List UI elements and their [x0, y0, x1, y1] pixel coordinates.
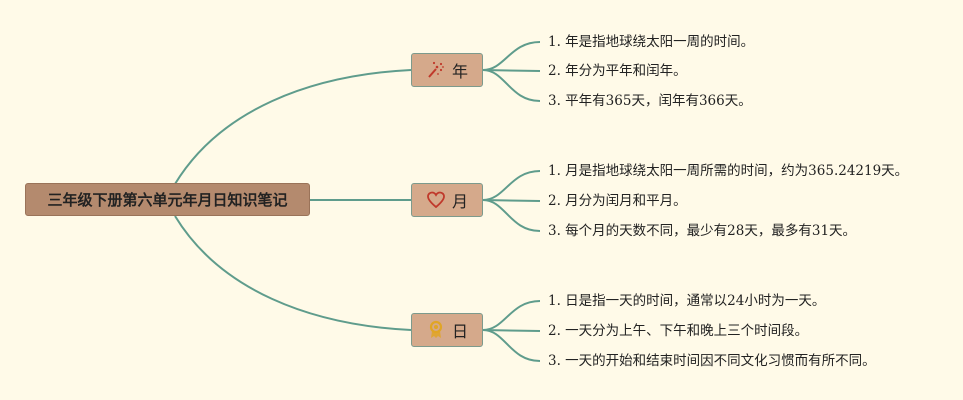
root-to-year-link [174, 69, 412, 185]
root-node[interactable]: 三年级下册第六单元年月日知识笔记 [25, 183, 310, 216]
topic-node-month[interactable]: 月 [411, 183, 483, 217]
award-medal-icon [426, 320, 446, 340]
year-item-3[interactable]: 3. 平年有365天，闰年有366天。 [548, 93, 752, 109]
day-item-2[interactable]: 2. 一天分为上午、下午和晚上三个时间段。 [548, 323, 809, 339]
month-item-3[interactable]: 3. 每个月的天数不同，最少有28天，最多有31天。 [548, 223, 857, 239]
topic-node-day[interactable]: 日 [411, 313, 483, 347]
month-item-1[interactable]: 1. 月是指地球绕太阳一周所需的时间，约为365.24219天。 [548, 163, 909, 179]
month-item-2[interactable]: 2. 月分为闰月和平月。 [548, 193, 687, 209]
day-leaf-link-3 [482, 329, 541, 362]
year-item-1[interactable]: 1. 年是指地球绕太阳一周的时间。 [548, 34, 755, 50]
month-leaf-link-3 [482, 199, 541, 232]
topic-label-day: 日 [451, 322, 468, 341]
root-to-day-link [174, 215, 412, 331]
month-leaf-link-2 [482, 199, 541, 202]
day-item-3[interactable]: 3. 一天的开始和结束时间因不同文化习惯而有所不同。 [548, 353, 876, 369]
root-node-label: 三年级下册第六单元年月日知识笔记 [47, 191, 288, 209]
topic-label-month: 月 [451, 192, 468, 211]
topic-label-year: 年 [451, 62, 468, 81]
fireworks-icon [426, 60, 446, 80]
day-leaf-link-2 [482, 329, 541, 332]
month-leaf-link-1 [482, 170, 541, 201]
day-item-1[interactable]: 1. 日是指一天的时间，通常以24小时为一天。 [548, 293, 826, 309]
year-item-2[interactable]: 2. 年分为平年和闰年。 [548, 63, 687, 79]
day-leaf-link-1 [482, 300, 541, 331]
year-leaf-link-3 [482, 69, 541, 102]
year-leaf-link-2 [482, 69, 541, 72]
heart-icon [426, 190, 446, 210]
year-leaf-link-1 [482, 41, 541, 71]
topic-node-year[interactable]: 年 [411, 53, 483, 87]
